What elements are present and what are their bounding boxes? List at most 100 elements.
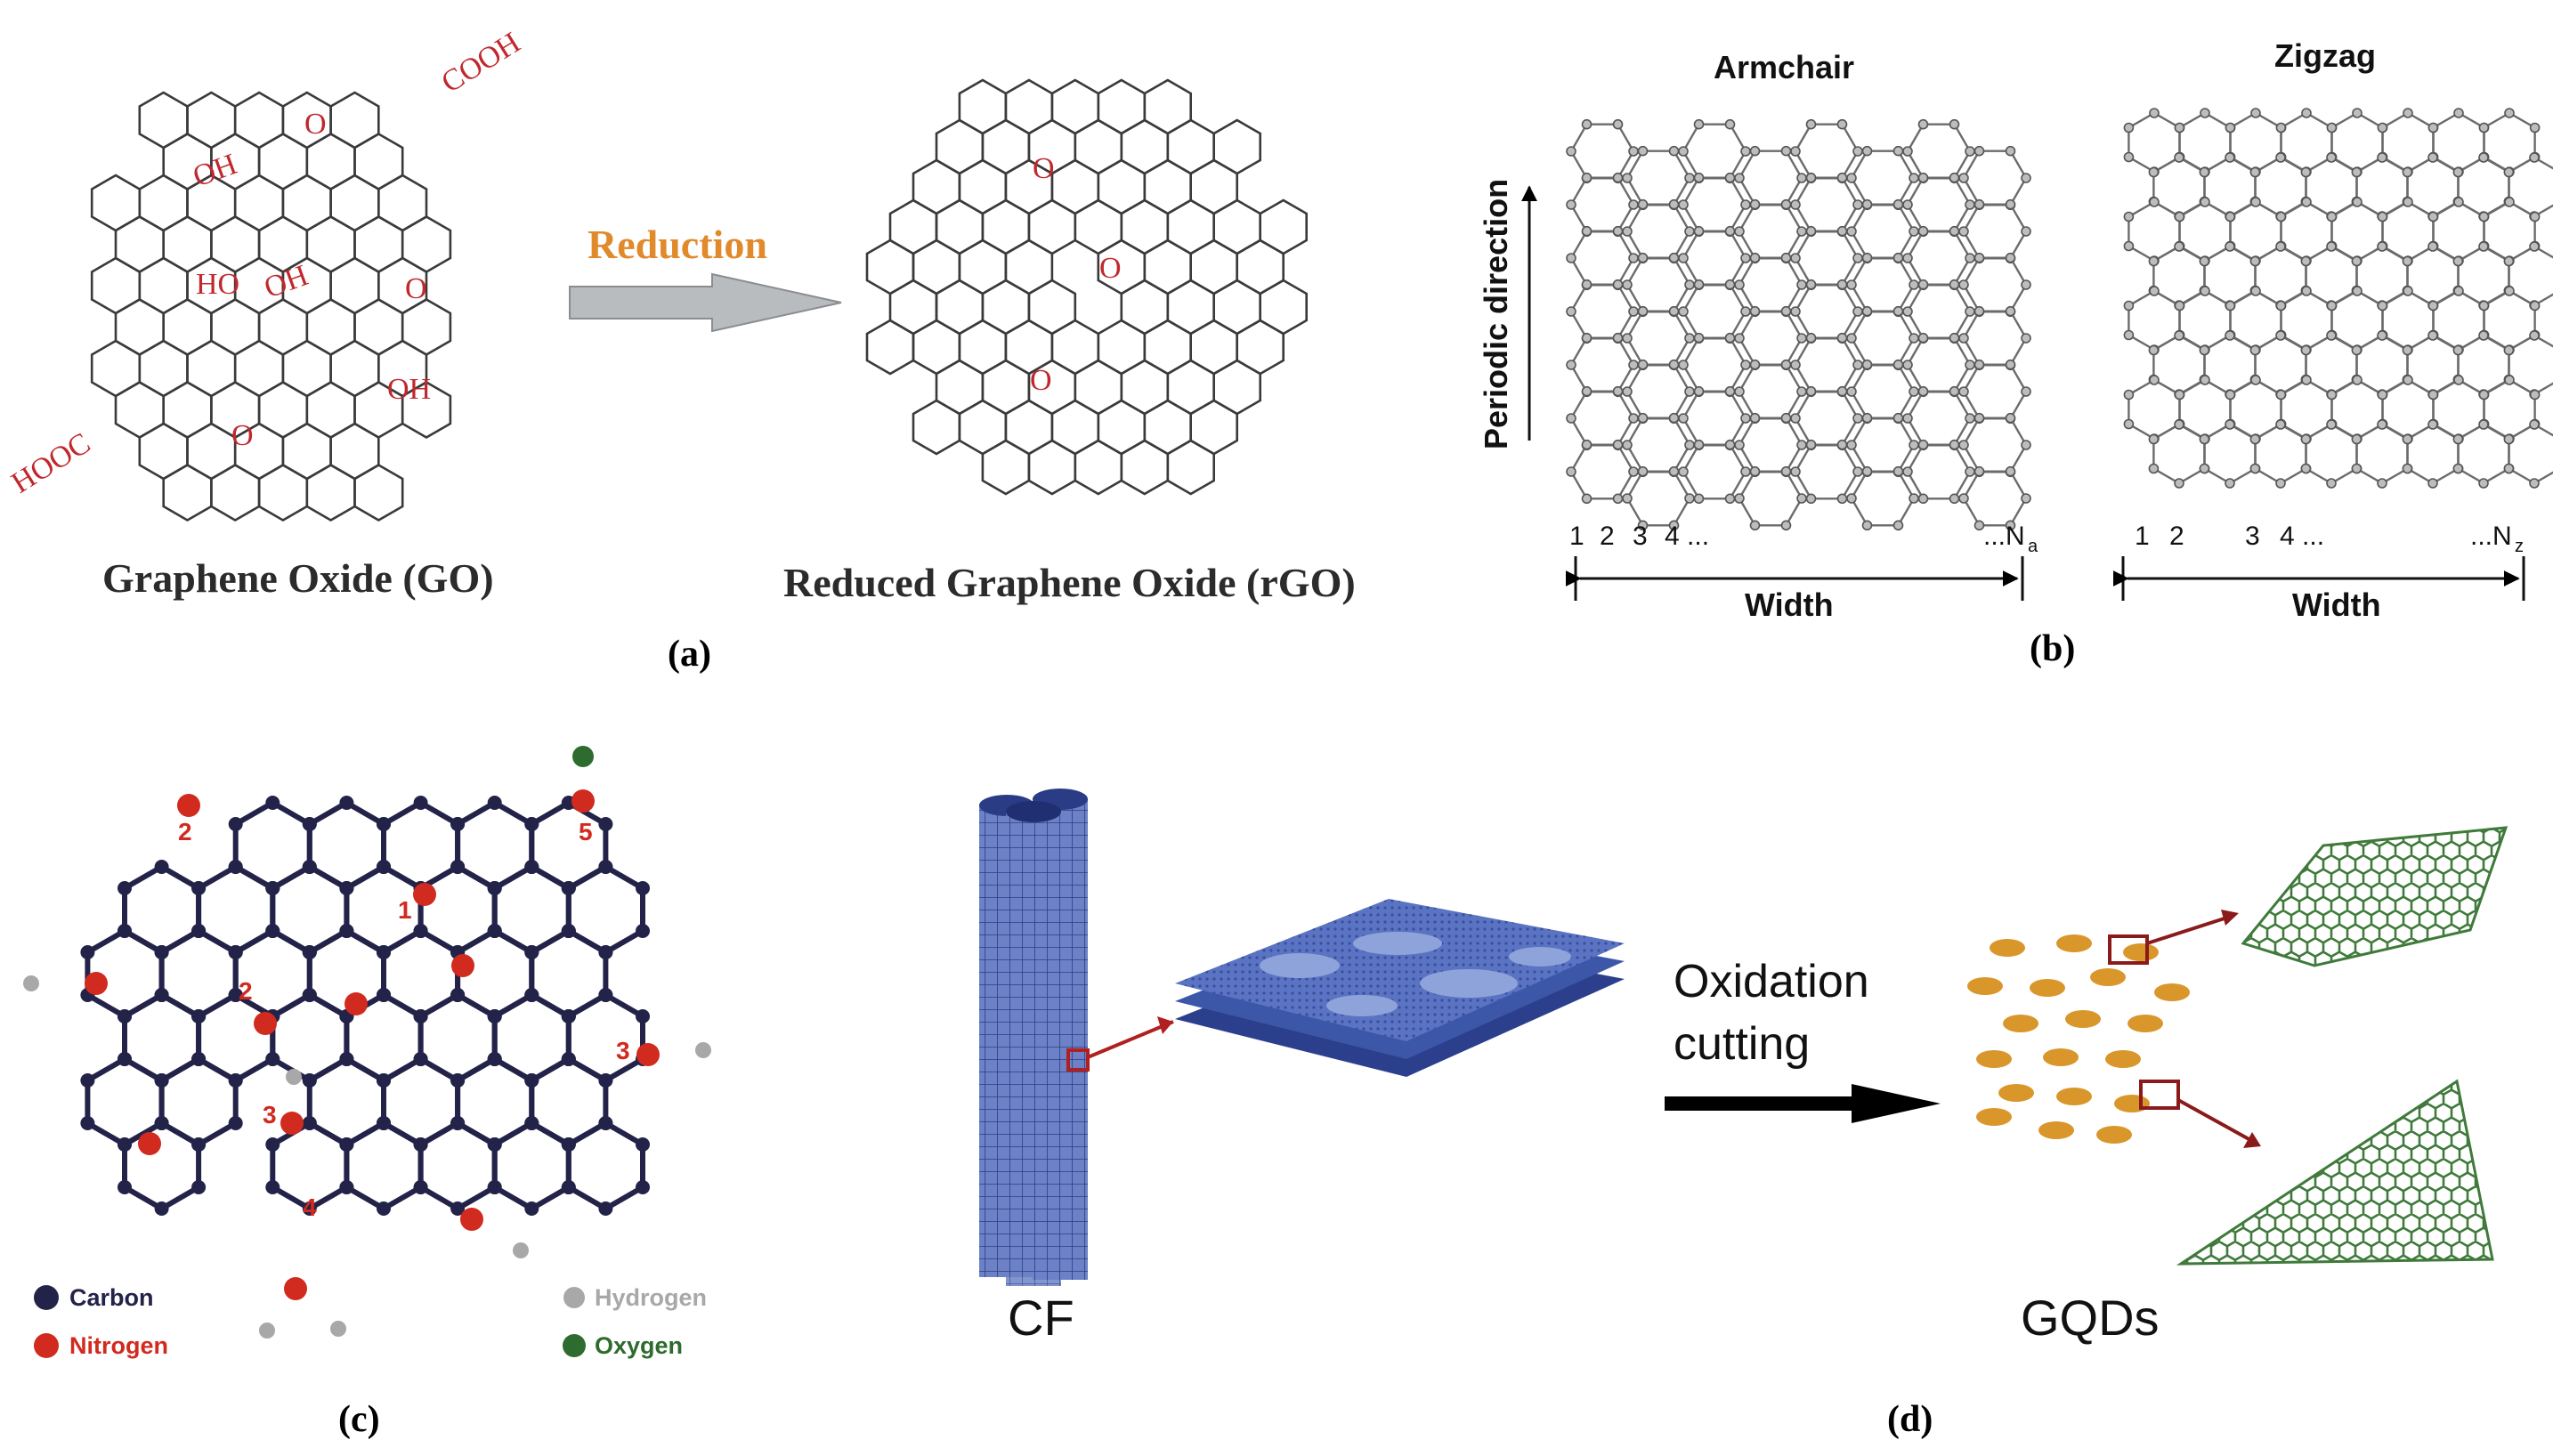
lattice-atom xyxy=(2225,241,2235,252)
lattice-atom xyxy=(1958,333,1969,344)
lattice-atom xyxy=(1836,493,1848,505)
lattice-atom xyxy=(2005,305,2016,317)
zoom-arrow-head xyxy=(1157,1016,1173,1034)
lattice-hex xyxy=(1738,470,1803,527)
carbon-atom xyxy=(487,1052,502,1066)
lattice-atom xyxy=(1852,253,1863,263)
sheet-domain xyxy=(1260,953,1340,978)
lattice-atom xyxy=(1780,252,1792,263)
lattice-hex xyxy=(1569,336,1635,393)
lattice-hex xyxy=(1569,123,1635,180)
lattice-atom xyxy=(2453,108,2464,118)
lattice-atom xyxy=(1861,198,1873,210)
lattice-atom xyxy=(1796,493,1807,504)
gqd-dot xyxy=(2105,1050,2141,1068)
lattice-atom xyxy=(2377,300,2388,311)
carbon-atom xyxy=(339,924,354,938)
carbon-atom xyxy=(413,1137,428,1152)
hex-ring xyxy=(210,214,261,274)
lattice-atom xyxy=(2249,463,2261,474)
lattice-atom xyxy=(1974,412,1985,424)
lattice-atom xyxy=(1724,332,1736,344)
carbon-atom xyxy=(80,945,95,959)
lattice-hex xyxy=(1850,470,1916,527)
lattice-atom xyxy=(1909,493,1919,504)
lattice-atom xyxy=(1852,306,1863,317)
lattice-atom xyxy=(1740,466,1751,477)
carbon-atom xyxy=(450,1201,466,1216)
carbon-atom xyxy=(450,1073,466,1088)
lattice-atom xyxy=(1749,520,1761,531)
lattice-atom xyxy=(2529,389,2541,400)
lattice-atom xyxy=(1796,386,1807,397)
carbon-atom xyxy=(487,1180,502,1194)
lattice-atom xyxy=(1566,199,1576,210)
site-label: 2 xyxy=(239,977,253,1005)
lattice-atom xyxy=(2452,463,2464,474)
lattice-atom xyxy=(1846,173,1857,183)
lattice-atom xyxy=(1749,198,1761,210)
lattice-atom xyxy=(1780,359,1792,370)
lattice-atom xyxy=(1796,279,1807,290)
lattice-atom xyxy=(1581,225,1593,237)
armchair-indices: 1 2 3 4 ... ...N a xyxy=(1569,522,2038,556)
hex-ring xyxy=(401,214,452,274)
lattice-atom xyxy=(1622,333,1633,344)
carbon-atom xyxy=(228,1073,243,1088)
hex-ring xyxy=(353,463,404,522)
carbon-atom xyxy=(598,988,613,1002)
armchair-index: 1 xyxy=(1569,522,1584,551)
gqd-flake-zoom xyxy=(2241,826,2508,967)
lattice-atom xyxy=(1734,440,1745,450)
lattice-atom xyxy=(1637,520,1649,531)
carbon-atom xyxy=(377,1201,391,1216)
lattice-atom xyxy=(1974,145,1985,157)
lattice-atom xyxy=(1836,439,1848,450)
lattice-atom xyxy=(1637,252,1649,263)
lattice-atom xyxy=(2352,286,2363,296)
lattice-atom xyxy=(2402,255,2413,267)
lattice-atom xyxy=(1780,412,1792,424)
carbon-atom xyxy=(561,881,576,895)
carbon-legend-dot xyxy=(34,1285,59,1310)
hex-ring xyxy=(90,256,142,315)
lattice-hex xyxy=(1850,363,1916,420)
lattice-atom xyxy=(1684,440,1695,450)
doping-site-labels: 2 5 1 2 3 3 4 xyxy=(178,818,630,1221)
lattice-atom xyxy=(2326,330,2337,341)
lattice-atom xyxy=(1790,413,1801,424)
hex-ring xyxy=(138,339,189,398)
lattice-hex xyxy=(1625,470,1691,527)
lattice-atom xyxy=(2453,286,2464,296)
nitrogen-atom xyxy=(413,883,436,906)
lattice-atom xyxy=(2021,173,2031,183)
go-group-ho: HO xyxy=(196,268,239,301)
lattice-atom xyxy=(2403,375,2413,385)
lattice-atom xyxy=(1852,466,1863,477)
lattice-atom xyxy=(2199,463,2210,474)
lattice-hex xyxy=(1625,256,1691,313)
lattice-hex xyxy=(1962,203,2028,260)
lattice-atom xyxy=(2021,493,2031,504)
carbon-atom xyxy=(377,1116,391,1130)
carbon-legend-label: Carbon xyxy=(69,1284,154,1311)
gqd-dot xyxy=(2043,1048,2079,1066)
lattice-hex xyxy=(1906,230,1972,287)
lattice-atom xyxy=(1637,359,1649,370)
lattice-atom xyxy=(1836,172,1848,183)
gqd-zoom-box xyxy=(2139,1080,2180,1110)
carbon-atom xyxy=(524,860,539,874)
hydrogen-atom xyxy=(330,1321,346,1337)
lattice-atom xyxy=(1684,226,1695,237)
lattice-atom xyxy=(1974,359,1985,370)
lattice-atom xyxy=(2148,166,2160,178)
lattice-atom xyxy=(1836,332,1848,344)
lattice-atom xyxy=(2275,330,2286,341)
lattice-atom xyxy=(2301,108,2312,118)
carbon-atom xyxy=(450,817,466,831)
lattice-atom xyxy=(1693,225,1705,237)
carbon-atom xyxy=(80,1116,95,1130)
hex-ring xyxy=(329,422,380,481)
lattice-atom xyxy=(1974,465,1985,477)
lattice-atom xyxy=(1909,386,1919,397)
